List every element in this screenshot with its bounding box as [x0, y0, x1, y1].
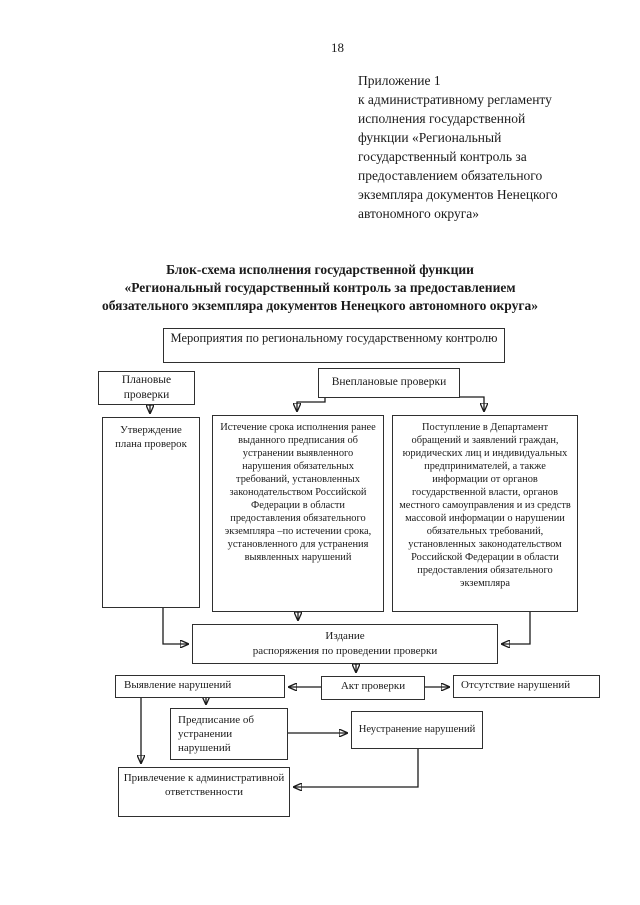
arrow-vneplanovye-to-istechenie [297, 398, 326, 411]
box-elimination-order: Предписание об устранении нарушений [170, 708, 288, 760]
arrow-vneplanovye-to-postuplenie [459, 396, 484, 411]
box-unplanned-inspections: Внеплановые проверки [318, 368, 460, 398]
appendix-line: автономного округа» [358, 206, 479, 221]
box-deadline-expiration: Истечение срока исполнения ранее выданно… [212, 415, 384, 612]
box-violations-not-eliminated: Неустранение нарушений [351, 711, 483, 749]
box-inspection-order-issuance-line: Издание [325, 630, 365, 642]
box-inspection-plan-approval: Утверждение плана проверок [102, 417, 200, 608]
appendix-reference: Приложение 1 к административному регламе… [358, 71, 596, 223]
box-inspection-plan-approval-line: плана проверок [115, 438, 187, 450]
appendix-line: экземпляра документов Ненецкого [358, 187, 558, 202]
box-planned-inspections: Плановые проверки [98, 371, 195, 405]
box-department-appeals: Поступление в Департамент обращений и за… [392, 415, 578, 612]
appendix-line: функции «Региональный [358, 130, 502, 145]
arrow-postuplenie-to-izdanie [502, 612, 531, 644]
box-inspection-act: Акт проверки [321, 676, 425, 700]
box-inspection-order-issuance-line: распоряжения по проведении проверки [252, 644, 438, 657]
flowchart-title-line: Блок-схема исполнения государственной фу… [166, 262, 474, 277]
appendix-line: исполнения государственной [358, 111, 526, 126]
appendix-line: государственный контроль за [358, 149, 527, 164]
box-inspection-order-issuance: Издание распоряжения по проведении прове… [192, 624, 498, 664]
box-violations-found: Выявление нарушений [115, 675, 285, 698]
appendix-line: Приложение 1 [358, 73, 441, 88]
box-administrative-liability: Привлечение к административной ответстве… [118, 767, 290, 817]
box-regional-control-measures: Мероприятия по региональному государстве… [163, 328, 505, 363]
appendix-line: к административному регламенту [358, 92, 552, 107]
flowchart-title-line: «Региональный государственный контроль з… [124, 280, 516, 295]
arrow-neustranenie-to-privlechenie [294, 749, 419, 787]
page-number: 18 [331, 40, 344, 55]
flowchart-title: Блок-схема исполнения государственной фу… [0, 261, 640, 315]
appendix-line: предоставлением обязательного [358, 168, 543, 183]
box-no-violations: Отсутствие нарушений [453, 675, 600, 698]
flowchart-title-line: обязательного экземпляра документов Нене… [101, 298, 539, 313]
arrow-utverzhdenie-to-izdanie [162, 608, 188, 644]
box-inspection-plan-approval-line: Утверждение [120, 424, 182, 436]
